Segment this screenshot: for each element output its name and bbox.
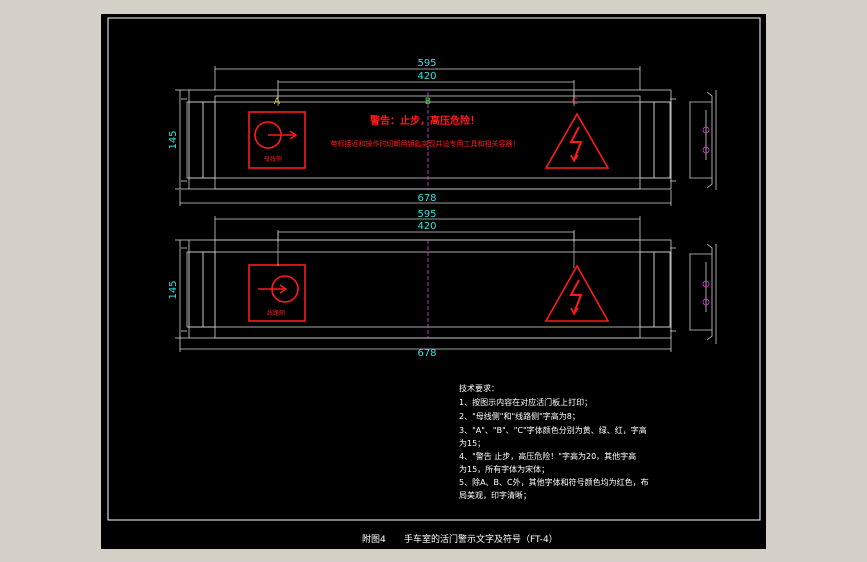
bottom-dim-bottom: 678 — [417, 348, 436, 359]
busbar-switch-symbol: 母线侧 — [248, 111, 306, 169]
top-side-profile — [689, 90, 717, 190]
note-line: 为15，所有字体为宋体； — [459, 464, 549, 474]
line-side-label: 线路侧 — [267, 309, 285, 317]
bottom-dim-inner: 420 — [417, 221, 436, 232]
bottom-side-profile — [689, 243, 717, 344]
note-line: 4、"警告 止步，高压危险！"字高为20，其他字高 — [459, 451, 636, 461]
note-line: 1、按图示内容在对应活门板上打印； — [459, 397, 592, 407]
label-phase-c: C — [572, 97, 578, 107]
notes-heading: 技术要求： — [459, 383, 499, 393]
high-voltage-triangle-icon — [544, 112, 610, 169]
drawing-frame — [107, 17, 761, 521]
note-line: 局美观，印字清晰； — [459, 490, 531, 500]
label-phase-a: A — [274, 97, 281, 107]
top-dim-inner: 420 — [417, 71, 436, 82]
figure-number: 附图4 — [362, 533, 386, 545]
figure-caption: 手车室的活门警示文字及符号（FT-4） — [404, 533, 558, 545]
top-shutter-view: 595 420 678 145 A B C — [168, 58, 717, 206]
note-line: 3、"A"、"B"、"C"字体颜色分别为黄、绿、红，字高 — [459, 425, 647, 435]
busbar-side-label: 母线侧 — [264, 155, 282, 163]
note-line: 为15； — [459, 438, 485, 448]
warning-title: 警告：止步，高压危险！ — [369, 114, 480, 127]
bottom-shutter-view: 595 420 678 145 线路侧 — [168, 209, 717, 359]
bottom-dim-overall: 595 — [417, 209, 436, 220]
high-voltage-triangle-icon — [544, 264, 610, 322]
note-line: 2、"母线侧"和"线路侧"字高为8； — [459, 411, 580, 421]
top-dim-bottom: 678 — [417, 193, 436, 204]
note-line: 5、除A、B、C外，其他字体和符号颜色均为红色，布 — [459, 477, 649, 487]
top-dim-overall: 595 — [417, 58, 436, 69]
label-phase-b: B — [425, 97, 431, 107]
warning-body: 带标接近和操作时切断用钥匙实现并设专用工具和相关容器！ — [331, 139, 520, 148]
drawing-sheet — [101, 14, 766, 549]
technical-notes: 技术要求： 1、按图示内容在对应活门板上打印； 2、"母线侧"和"线路侧"字高为… — [459, 383, 649, 500]
top-dim-height: 145 — [168, 130, 179, 149]
line-switch-symbol: 线路侧 — [248, 264, 306, 322]
bottom-dim-height: 145 — [168, 280, 179, 299]
